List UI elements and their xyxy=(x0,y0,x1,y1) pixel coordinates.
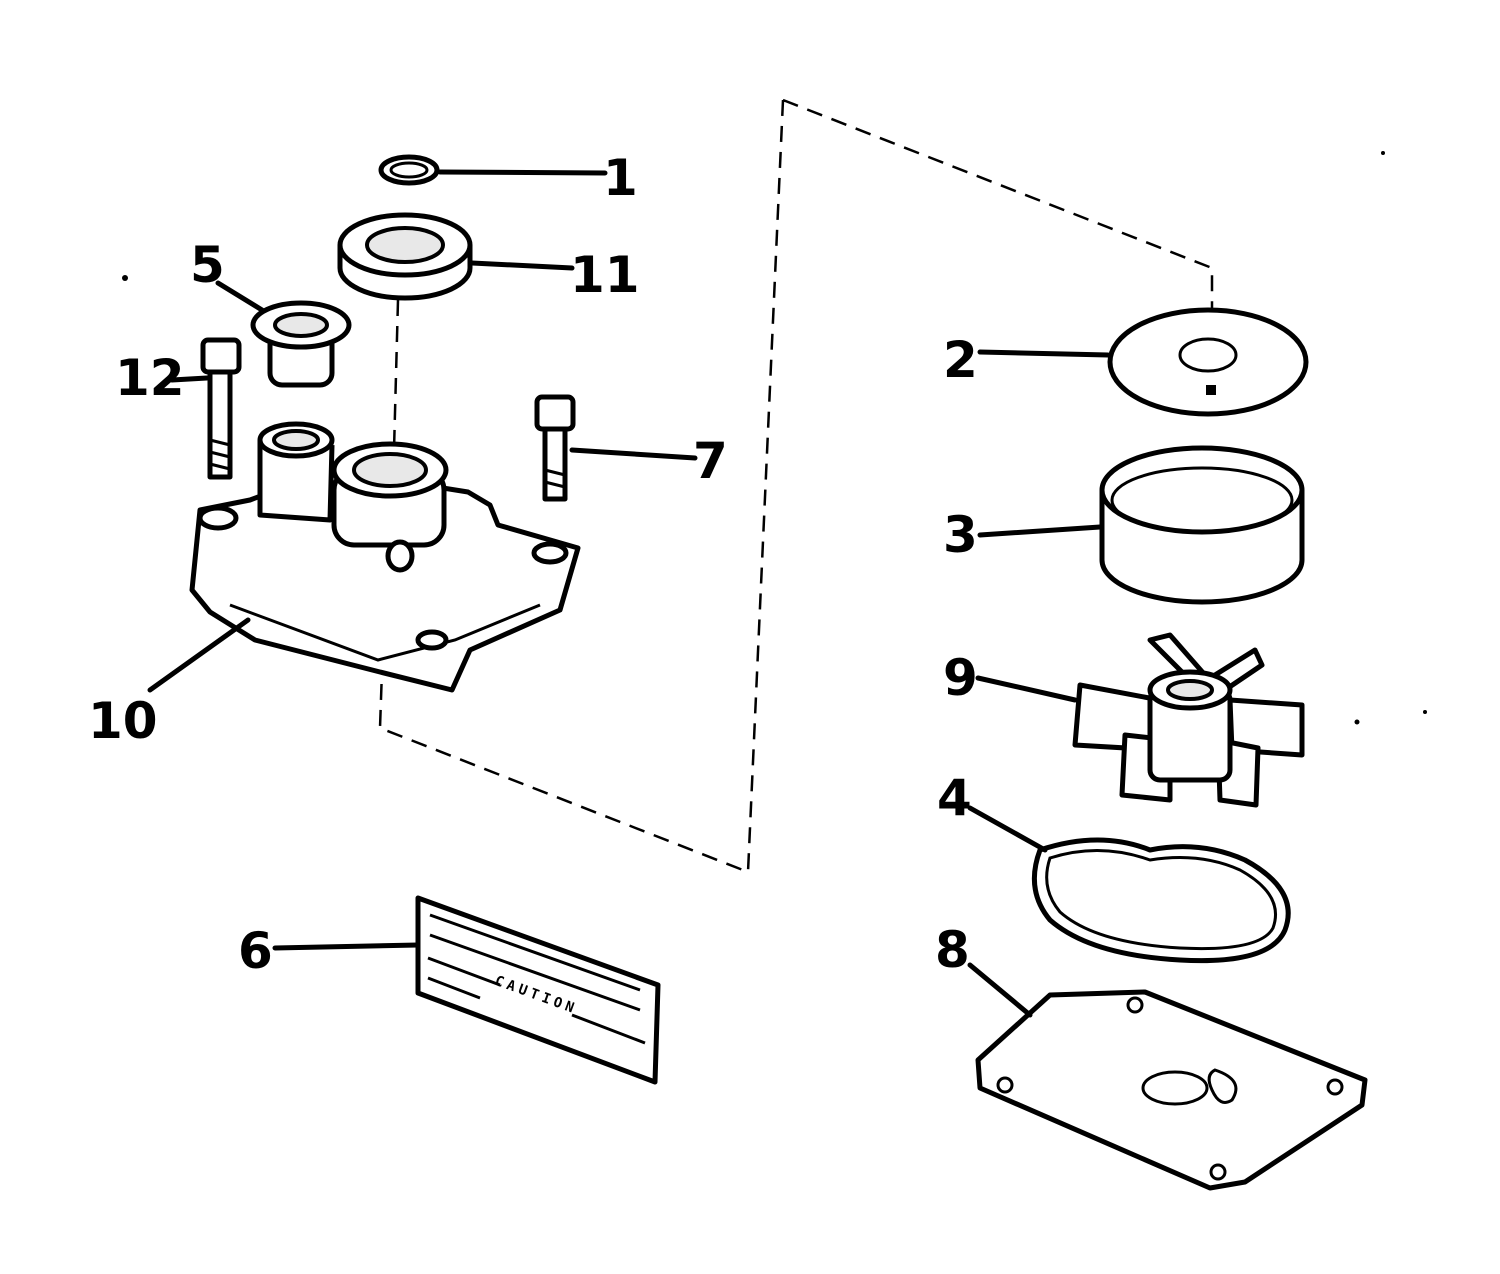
leader-12 xyxy=(169,375,210,383)
callout-1: 1 xyxy=(603,149,638,207)
part-12-screw xyxy=(200,337,242,480)
part-4-gasket xyxy=(1031,837,1291,964)
scan-speck xyxy=(1381,151,1385,155)
callout-9: 9 xyxy=(943,649,978,707)
callout-11: 11 xyxy=(570,246,640,304)
assembly-dashed-outline xyxy=(378,98,1214,874)
callout-3: 3 xyxy=(943,506,978,564)
leader-11 xyxy=(469,260,575,271)
callout-2: 2 xyxy=(943,331,978,389)
leader-2 xyxy=(977,349,1111,358)
leader-10 xyxy=(147,617,251,693)
scan-speck xyxy=(122,275,128,281)
shaft-axis-line xyxy=(392,299,400,451)
leader-1 xyxy=(437,169,608,176)
leader-9 xyxy=(975,675,1078,703)
part-9-impeller xyxy=(1072,632,1305,808)
part-7-screw xyxy=(534,394,576,502)
callout-10: 10 xyxy=(88,692,158,750)
part-2-plate xyxy=(1107,307,1309,417)
part-10-pump-housing xyxy=(189,421,581,693)
leader-4 xyxy=(967,805,1048,853)
leader-3 xyxy=(977,524,1103,538)
callout-5: 5 xyxy=(190,236,225,294)
leader-7 xyxy=(569,447,698,461)
scan-speck xyxy=(1423,710,1427,714)
part-3-liner xyxy=(1099,445,1305,605)
part-1-o-ring xyxy=(378,154,440,186)
part-11-seal xyxy=(337,212,473,301)
callout-12: 12 xyxy=(115,349,185,407)
callout-4: 4 xyxy=(937,769,972,827)
leader-6 xyxy=(272,942,421,951)
part-5-grommet xyxy=(250,300,352,388)
callout-8: 8 xyxy=(935,921,970,979)
leader-5 xyxy=(215,280,265,313)
part-8-plate xyxy=(975,989,1368,1191)
callout-6: 6 xyxy=(238,922,273,980)
leader-8 xyxy=(967,962,1033,1018)
part-6-caution-decal: CAUTION xyxy=(415,895,661,1085)
scan-speck xyxy=(1354,719,1360,725)
callout-7: 7 xyxy=(693,432,728,490)
